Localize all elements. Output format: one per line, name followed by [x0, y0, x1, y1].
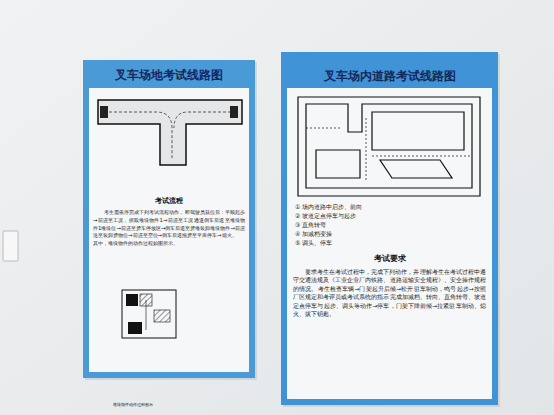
- section-heading: 考试流程: [93, 196, 245, 206]
- process-text: 考生需依序完成下列考试流程动作，即驾驶员就位后：平顺起步→前进至工况，抓取堆垛物…: [93, 209, 245, 240]
- sign-board: 叉车场地考试线路图考试流程考生需依序完成下列考试流程动作，即驾驶员就位后：平顺起…: [83, 60, 255, 378]
- text-panel: 考试要求要求考生在考试过程中，完成下列动作，并理解考生在考试过程中遵守交通法规及…: [293, 254, 486, 394]
- board-panel: [287, 88, 492, 399]
- board-shadow: [85, 62, 257, 380]
- figure-caption: 堆垛物件动作过程图示: [113, 402, 153, 407]
- wall-switch: [3, 231, 18, 261]
- board-title: 叉车场地考试线路图: [83, 67, 255, 84]
- board-frame: [281, 52, 498, 405]
- section-heading: 考试要求: [293, 254, 486, 264]
- figure-note: 其中，堆垛物件的动作过程如图所示。: [93, 240, 245, 248]
- board-frame: [83, 60, 255, 378]
- board-title: 叉车场内道路考试线路图: [281, 68, 498, 85]
- board-panel: [89, 88, 249, 372]
- list-item: ⑤ 调头、停车: [295, 238, 445, 247]
- text-panel: 考试流程考生需依序完成下列考试流程动作，即驾驶员就位后：平顺起步→前进至工况，抓…: [93, 196, 245, 366]
- list-item: ② 坡道定点停车与起步: [295, 211, 445, 220]
- list-item: ③ 直角转弯: [295, 220, 445, 229]
- sign-board: 叉车场内道路考试线路图 ① 场内道路中启步、前向② 坡道定点停车与起步③ 直角转弯…: [281, 52, 498, 405]
- board-shadow: [283, 54, 500, 407]
- stacking-figure: [122, 290, 176, 338]
- requirement-text: 要求考生在考试过程中，完成下列动作，并理解考生在考试过程中遵守交通法规及《工业企…: [293, 268, 486, 318]
- road-circuit-illustration: [298, 97, 480, 196]
- t-road-illustration: [98, 100, 242, 165]
- list-item: ① 场内道路中启步、前向: [295, 202, 445, 211]
- list-item: ④ 加减档变操: [295, 229, 445, 238]
- text-panel: ① 场内道路中启步、前向② 坡道定点停车与起步③ 直角转弯④ 加减档变操⑤ 调头…: [295, 202, 445, 252]
